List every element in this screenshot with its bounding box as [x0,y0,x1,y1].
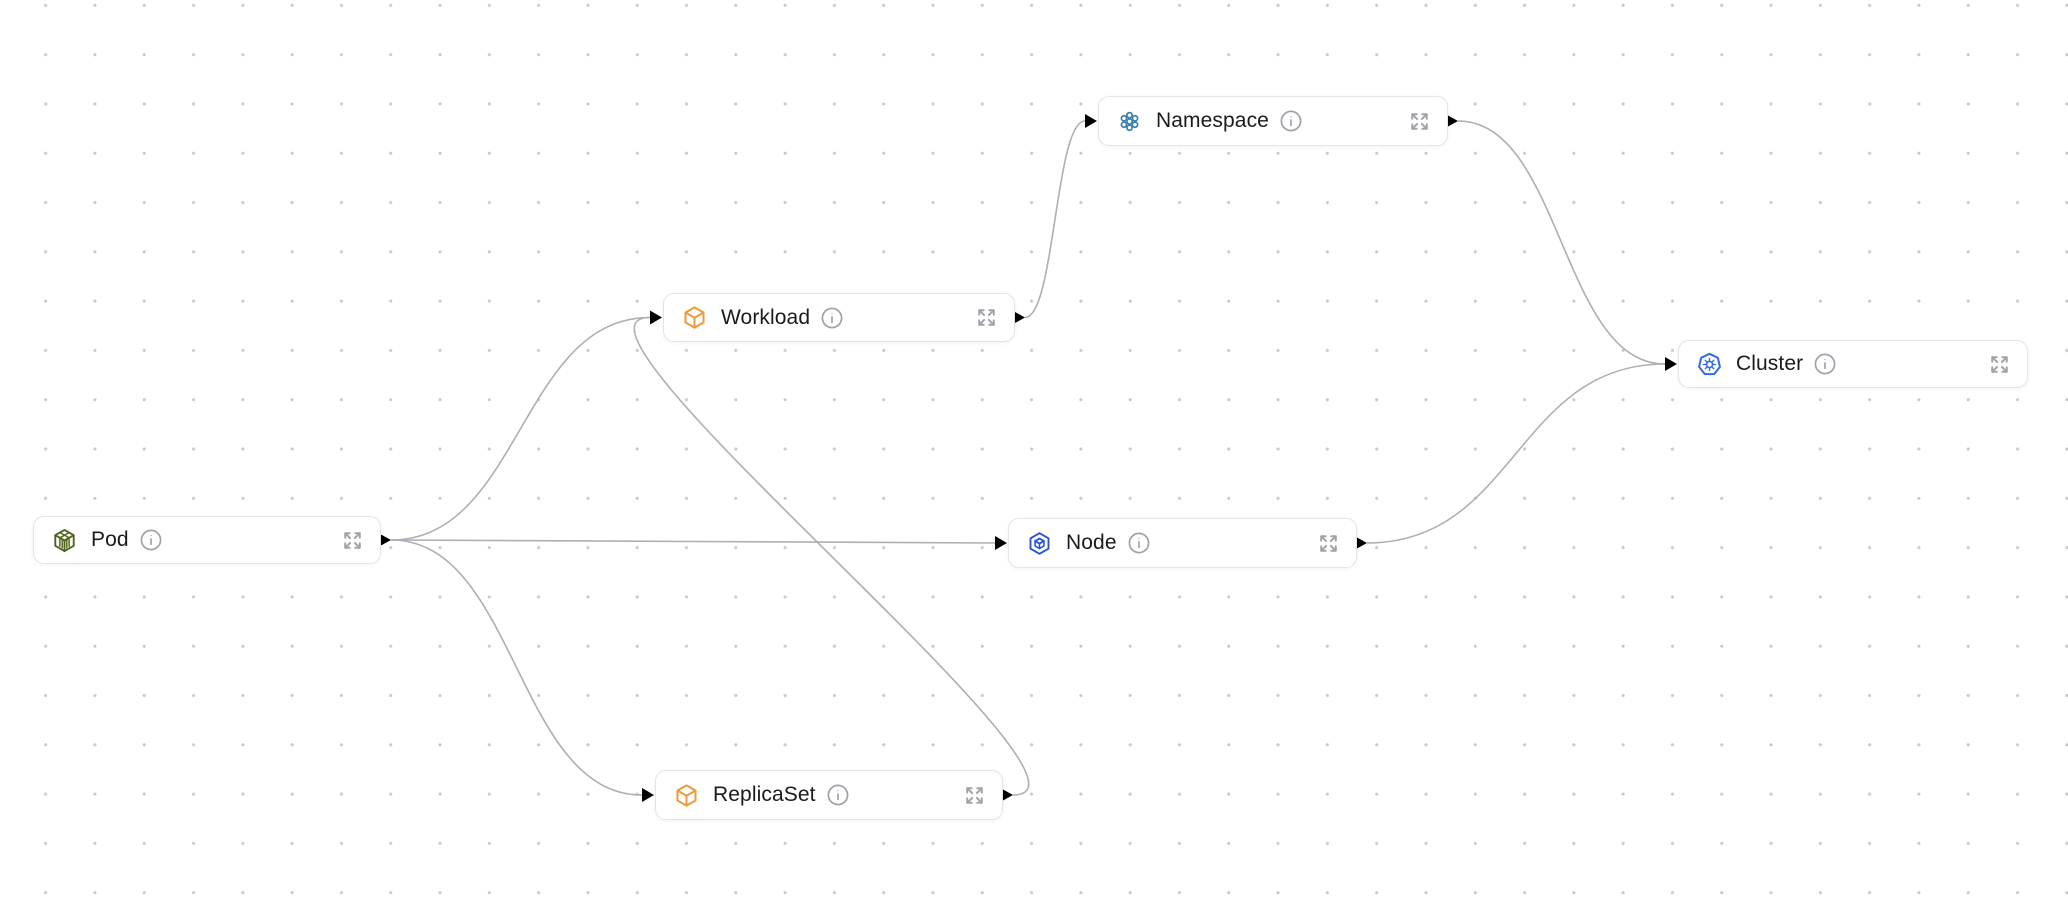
info-icon[interactable] [826,783,850,807]
cluster-icon [1696,351,1723,378]
target-handle-arrow-workload[interactable] [650,310,662,325]
expand-icon[interactable] [1987,352,2012,377]
namespace-icon [1116,108,1143,135]
info-icon[interactable] [139,528,163,552]
expand-icon[interactable] [962,783,987,808]
node-cluster[interactable]: Cluster [1678,340,2028,388]
node-pod[interactable]: Pod [33,516,381,564]
pod-icon [51,527,78,554]
source-handle-arrow-pod[interactable] [381,534,391,546]
node-icon [1026,530,1053,557]
edge-namespace-to-cluster [1457,120,1666,365]
node-replicaset[interactable]: ReplicaSet [655,770,1003,820]
target-handle-arrow-node[interactable] [995,536,1007,550]
node-label-namespace: Namespace [1156,109,1269,132]
info-icon[interactable] [1127,531,1151,555]
edge-pod-to-workload [390,316,651,541]
node-label-workload: Workload [721,305,811,329]
node-namespace[interactable]: Namespace [1098,96,1448,146]
node-label-pod: Pod [91,528,129,551]
node-label-cluster: Cluster [1736,352,1804,375]
source-handle-arrow-node[interactable] [1357,537,1367,549]
info-icon[interactable] [820,306,844,330]
target-handle-arrow-cluster[interactable] [1665,357,1677,371]
edge-pod-to-replicaset [390,539,643,796]
expand-icon[interactable] [1316,531,1341,556]
node-label-node: Node [1066,531,1117,554]
target-handle-arrow-replicaset[interactable] [642,788,654,802]
expand-icon[interactable] [340,528,365,553]
source-handle-arrow-namespace[interactable] [1448,115,1458,127]
replicaset-icon [673,782,700,809]
source-handle-arrow-replicaset[interactable] [1003,789,1013,801]
edge-pod-to-node [390,539,996,544]
node-node[interactable]: Node [1008,518,1357,568]
workload-icon [681,304,708,331]
info-icon[interactable] [1813,352,1837,376]
edge-workload-to-namespace [1024,120,1086,319]
target-handle-arrow-namespace[interactable] [1085,114,1097,128]
expand-icon[interactable] [1407,109,1432,134]
source-handle-arrow-workload[interactable] [1015,312,1025,323]
expand-icon[interactable] [974,305,999,330]
node-workload[interactable]: Workload [663,293,1015,342]
edge-node-to-cluster [1366,363,1666,544]
info-icon[interactable] [1279,109,1303,133]
edge-replicaset-to-workload [633,316,1030,796]
node-label-replicaset: ReplicaSet [713,783,816,806]
